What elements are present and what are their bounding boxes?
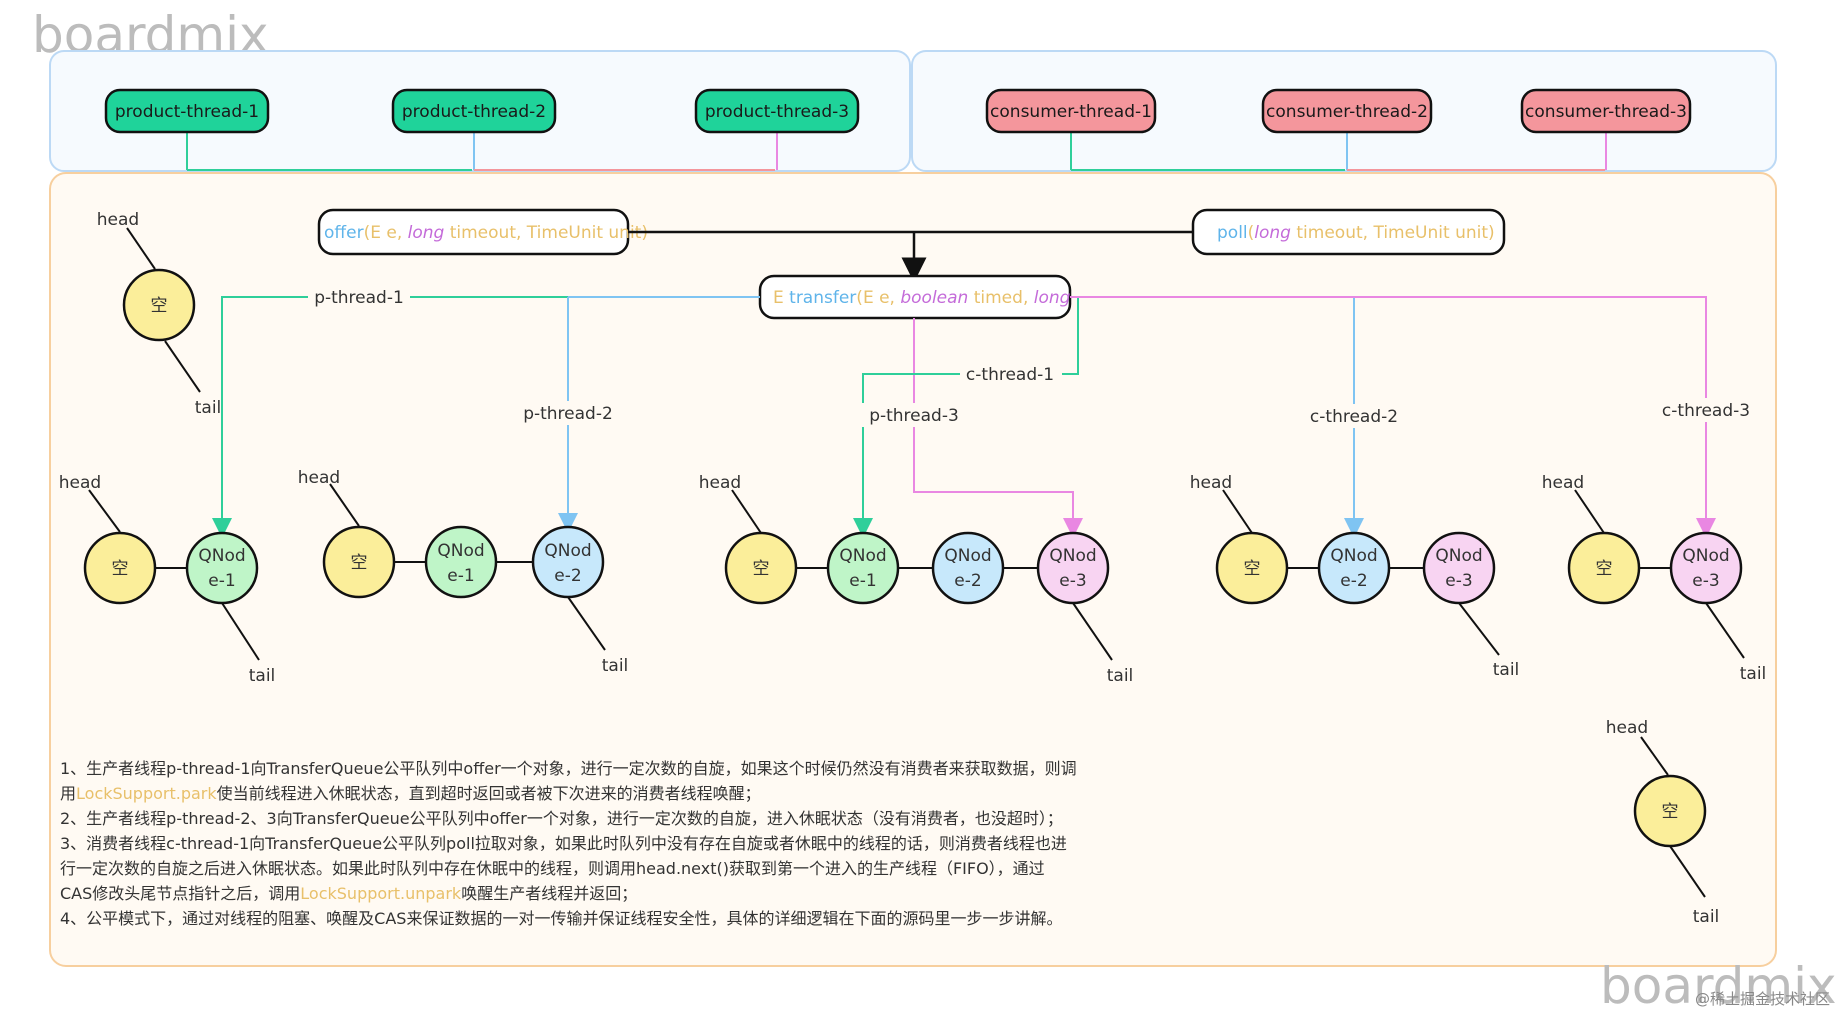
qnode-1-id: e-1 [849, 571, 876, 591]
qnode-3 [1036, 531, 1110, 605]
qnode-label: QNod [1682, 546, 1729, 566]
qnode-2-id: e-2 [554, 566, 581, 586]
queue-state-0: head tail 空 [97, 210, 221, 418]
producer-thread-2: product-thread-2 [391, 88, 557, 134]
tail-label: tail [602, 656, 629, 676]
producer-thread-2-label: product-thread-2 [402, 102, 546, 122]
head-label: head [298, 468, 340, 488]
empty-node-label: 空 [351, 553, 368, 573]
head-label: head [59, 473, 101, 493]
consumer-thread-2: consumer-thread-2 [1261, 88, 1433, 134]
qnode-3-id: e-3 [1445, 571, 1472, 591]
qnode-2 [1317, 531, 1391, 605]
transfer-signature: E transfer(E e, boolean timed, long [773, 288, 1071, 308]
qnode-1 [185, 531, 259, 605]
queue-state-5: head 空 QNod e-3 tail [1542, 473, 1766, 684]
producer-thread-1: product-thread-1 [104, 88, 270, 134]
edge-label-c-thread-2: c-thread-2 [1310, 407, 1398, 427]
footer-credit: @稀土掘金技术社区 [1694, 990, 1830, 1008]
note-line: 用LockSupport.park使当前线程进入休眠状态，直到超时返回或者被下次… [60, 784, 761, 803]
tail-label: tail [1693, 907, 1720, 927]
note-line: 4、公平模式下，通过对线程的阻塞、唤醒及CAS来保证数据的一对一传输并保证线程安… [60, 909, 1063, 928]
lock-support-park-link: LockSupport.park [76, 784, 217, 803]
qnode-label: QNod [839, 546, 886, 566]
qnode-1 [424, 525, 498, 599]
note-line: 1、生产者线程p-thread-1向TransferQueue公平队列中offe… [60, 759, 1077, 778]
tail-label: tail [195, 398, 222, 418]
producer-thread-1-label: product-thread-1 [115, 102, 259, 122]
qnode-3-id: e-3 [1692, 571, 1719, 591]
qnode-label: QNod [544, 541, 591, 561]
main-panel [49, 172, 1777, 967]
empty-node [1567, 531, 1641, 605]
tail-label: tail [1493, 660, 1520, 680]
consumer-thread-3-label: consumer-thread-3 [1525, 102, 1687, 122]
qnode-2-id: e-2 [1340, 571, 1367, 591]
consumer-thread-1-label: consumer-thread-1 [990, 102, 1152, 122]
tail-label: tail [1107, 666, 1134, 686]
tail-label: tail [1740, 664, 1767, 684]
consumer-thread-3: consumer-thread-3 [1520, 88, 1692, 134]
qnode-1-id: e-1 [208, 571, 235, 591]
producer-thread-3: product-thread-3 [694, 88, 860, 134]
lock-support-unpark-link: LockSupport.unpark [300, 884, 462, 903]
empty-node-label: 空 [753, 559, 770, 579]
qnode-label: QNod [1330, 546, 1377, 566]
edge-label-c-thread-3: c-thread-3 [1662, 401, 1750, 421]
queue-state-4: head 空 QNod e-2 QNod e-3 tail [1190, 473, 1519, 680]
queue-state-6: head 空 tail [1606, 718, 1719, 927]
empty-node-label: 空 [151, 296, 168, 316]
empty-node [122, 268, 196, 342]
head-label: head [699, 473, 741, 493]
empty-node [724, 531, 798, 605]
qnode-label: QNod [1435, 546, 1482, 566]
head-label: head [1190, 473, 1232, 493]
notes-text: 1、生产者线程p-thread-1向TransferQueue公平队列中offe… [60, 756, 1120, 931]
edge-label-p-thread-2: p-thread-2 [523, 404, 613, 424]
edge-label-p-thread-1: p-thread-1 [314, 288, 404, 308]
qnode-3 [1422, 531, 1496, 605]
qnode-3 [1669, 531, 1743, 605]
consumer-thread-1: consumer-thread-1 [985, 88, 1157, 134]
qnode-1 [826, 531, 900, 605]
note-line: CAS修改头尾节点指针之后，调用LockSupport.unpark唤醒生产者线… [60, 884, 638, 903]
qnode-label: QNod [198, 546, 245, 566]
qnode-3-id: e-3 [1059, 571, 1086, 591]
empty-node [322, 525, 396, 599]
offer-signature: offer(E e, long timeout, TimeUnit unit) [324, 223, 648, 243]
tail-label: tail [249, 666, 276, 686]
queue-state-3: head 空 QNod e-1 QNod e-2 QNod e-3 tail [699, 473, 1133, 686]
edge-label-p-thread-3: p-thread-3 [869, 406, 959, 426]
qnode-label: QNod [1049, 546, 1096, 566]
empty-node-label: 空 [1662, 802, 1679, 822]
qnode-label: QNod [437, 541, 484, 561]
head-label: head [97, 210, 139, 230]
empty-node [83, 531, 157, 605]
note-line: 行一定次数的自旋之后进入休眠状态。如果此时队列中存在休眠中的线程，则调用head… [60, 859, 1045, 878]
head-label: head [1606, 718, 1648, 738]
watermark-bottom: boardmix [1600, 957, 1837, 1015]
empty-node-label: 空 [1244, 559, 1261, 579]
queue-state-2: head 空 QNod e-1 QNod e-2 tail [298, 468, 628, 676]
note-line: 2、生产者线程p-thread-2、3向TransferQueue公平队列中of… [60, 809, 1063, 828]
note-line: 3、消费者线程c-thread-1向TransferQueue公平队列poll拉… [60, 834, 1067, 853]
poll-signature: poll(long timeout, TimeUnit unit) [1217, 223, 1495, 243]
edge-label-c-thread-1: c-thread-1 [966, 365, 1054, 385]
qnode-2 [931, 531, 1005, 605]
qnode-2 [531, 525, 605, 599]
producer-thread-3-label: product-thread-3 [705, 102, 849, 122]
queue-state-1: head 空 QNod e-1 tail [59, 473, 275, 686]
empty-node [1215, 531, 1289, 605]
qnode-2-id: e-2 [954, 571, 981, 591]
head-label: head [1542, 473, 1584, 493]
qnode-label: QNod [944, 546, 991, 566]
empty-node-label: 空 [1596, 559, 1613, 579]
consumer-thread-2-label: consumer-thread-2 [1266, 102, 1428, 122]
qnode-1-id: e-1 [447, 566, 474, 586]
empty-node-label: 空 [112, 559, 129, 579]
